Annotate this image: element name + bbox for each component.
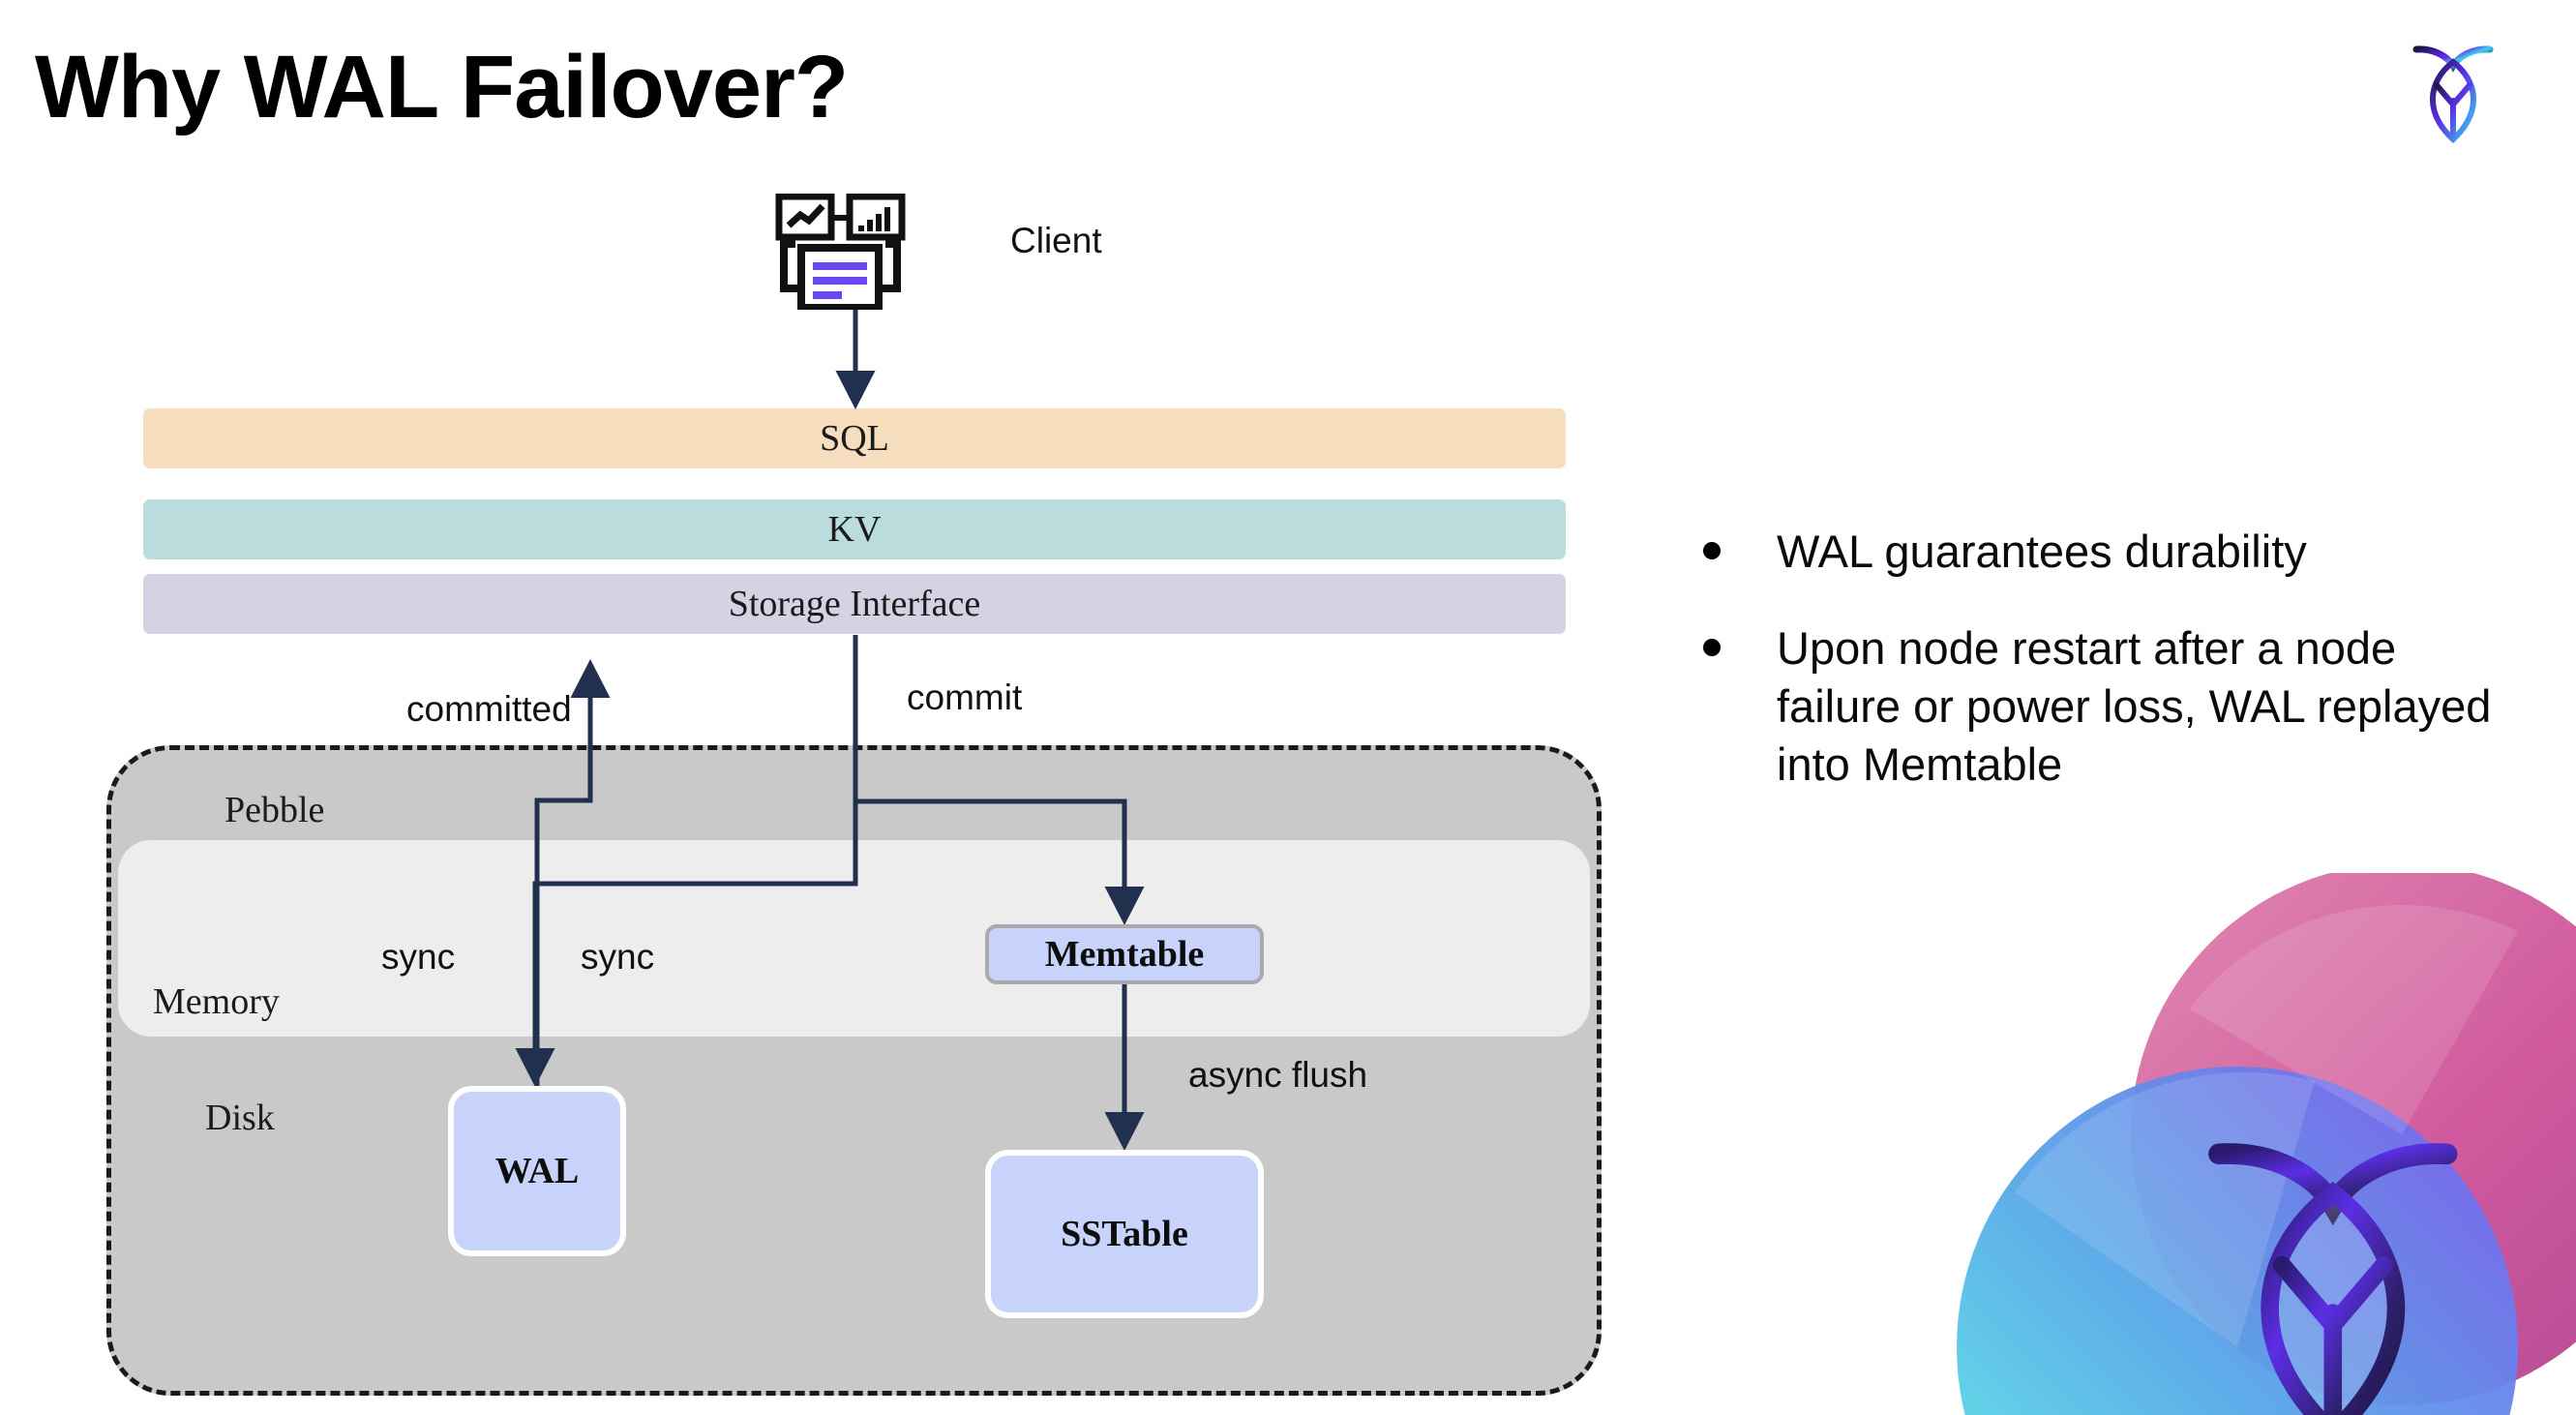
node-memtable: Memtable <box>985 924 1264 984</box>
layer-bar-sql: SQL <box>143 408 1566 468</box>
edge-label-committed: committed <box>406 689 572 729</box>
layer-bar-kv: KV <box>143 499 1566 559</box>
decorative-corner-artwork <box>1899 873 2576 1415</box>
layer-label-storage-interface: Storage Interface <box>728 584 981 624</box>
bullet-dot-icon <box>1703 542 1721 559</box>
cockroach-leaf-logo-icon <box>2407 37 2500 144</box>
bullet-text: WAL guarantees durability <box>1777 526 2307 577</box>
client-dashboard-icon <box>774 193 929 312</box>
node-sstable: SSTable <box>985 1150 1264 1318</box>
layer-label-kv: KV <box>827 509 882 550</box>
page-title: Why WAL Failover? <box>35 38 849 136</box>
architecture-diagram: Client SQL KV Storage Interface Pebble M… <box>106 193 1602 1396</box>
edge-label-sync-2: sync <box>581 937 655 977</box>
edge-label-commit: commit <box>907 677 1023 717</box>
node-label-memtable: Memtable <box>1044 934 1205 975</box>
memory-label: Memory <box>153 981 280 1022</box>
bullet-list: WAL guarantees durability Upon node rest… <box>1703 523 2516 833</box>
bullet-dot-icon <box>1703 639 1721 657</box>
pebble-label: Pebble <box>225 790 325 830</box>
list-item: Upon node restart after a node failure o… <box>1703 619 2516 794</box>
bullet-text: Upon node restart after a node failure o… <box>1777 622 2492 791</box>
list-item: WAL guarantees durability <box>1703 523 2516 581</box>
client-label: Client <box>1010 221 1102 260</box>
node-label-sstable: SSTable <box>1061 1214 1188 1254</box>
edge-label-sync-1: sync <box>381 937 456 977</box>
node-label-wal: WAL <box>494 1151 580 1191</box>
edge-label-async-flush: async flush <box>1188 1055 1368 1095</box>
layer-bar-storage-interface: Storage Interface <box>143 574 1566 634</box>
disk-label: Disk <box>205 1098 275 1138</box>
node-wal: WAL <box>448 1086 626 1256</box>
layer-label-sql: SQL <box>820 418 889 459</box>
memory-region <box>118 840 1590 1037</box>
